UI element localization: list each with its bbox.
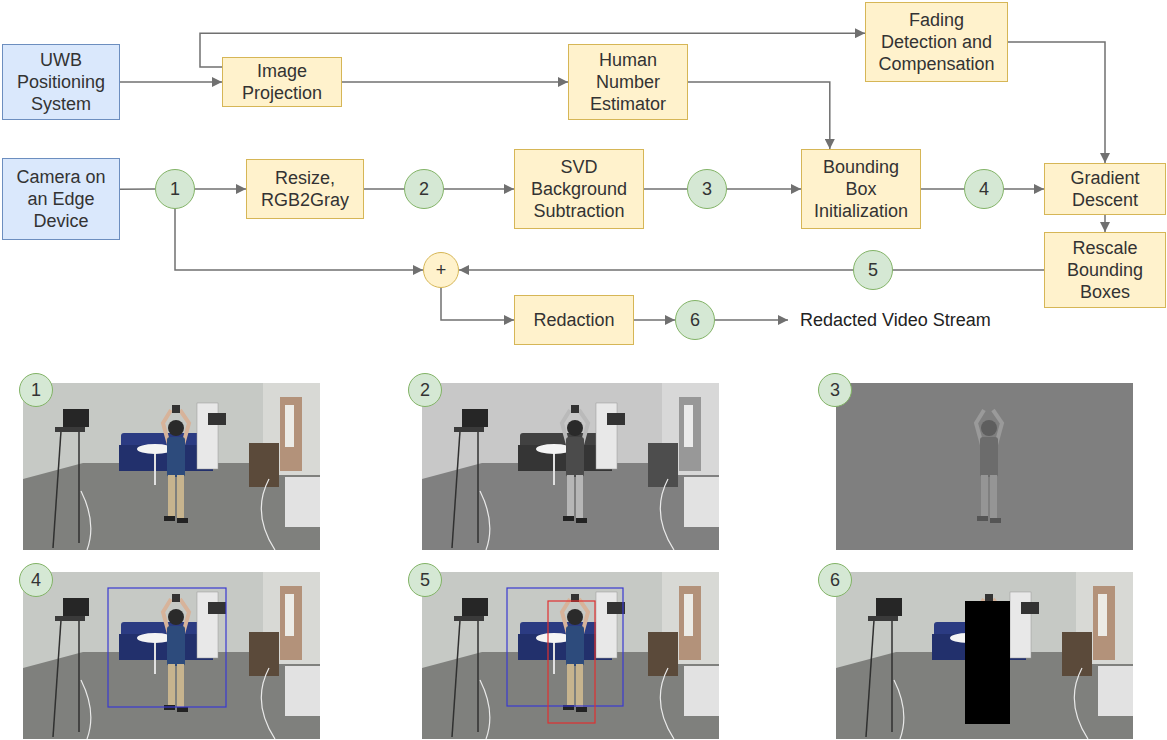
callout-number: 1 <box>167 178 183 200</box>
step-circle: 2 <box>404 169 444 209</box>
process-box: Rescale Bounding Boxes <box>1044 232 1166 308</box>
person-head <box>981 420 997 436</box>
connector-arrow <box>120 81 222 83</box>
callout-number: 5 <box>865 259 881 281</box>
output-arrow <box>715 319 788 321</box>
step-circle: 5 <box>853 250 893 290</box>
connector-arrow <box>727 188 801 190</box>
connector-line <box>364 188 404 190</box>
node-label: Redaction <box>530 309 617 331</box>
callout-number: 2 <box>416 178 432 200</box>
step-circle: 6 <box>675 300 715 340</box>
camera-frame <box>836 572 1133 739</box>
person-shoe <box>977 516 988 521</box>
callout-number: 3 <box>699 178 715 200</box>
step-circle: 2 <box>408 373 442 407</box>
person-torso <box>980 437 998 477</box>
sum-symbol: + <box>433 259 450 281</box>
callout-number: 3 <box>827 379 843 401</box>
camera-frame <box>23 572 320 739</box>
connector-line <box>644 188 687 190</box>
output-label: Redacted Video Stream <box>800 309 991 331</box>
process-box: Fading Detection and Compensation <box>865 2 1008 82</box>
callout-number: 4 <box>28 569 44 591</box>
node-label: Gradient Descent <box>1045 167 1165 211</box>
foreground-frame <box>836 383 1133 550</box>
callout-number: 2 <box>417 379 433 401</box>
connector-arrow <box>444 188 514 190</box>
step-circle: 4 <box>19 563 53 597</box>
connector-arrow <box>195 188 246 190</box>
input-box: Camera on an Edge Device <box>2 158 120 240</box>
node-label: Camera on an Edge Device <box>3 166 119 232</box>
initial-bounding-box <box>507 588 623 706</box>
node-label: SVD Background Subtraction <box>515 156 643 222</box>
refined-bounding-box <box>548 601 595 723</box>
node-label: Image Projection <box>223 60 341 104</box>
sum-circle: + <box>423 252 459 288</box>
process-box: Gradient Descent <box>1044 163 1166 215</box>
connector-arrow <box>342 81 568 83</box>
process-box: Resize, RGB2Gray <box>246 159 364 219</box>
connector-line <box>893 269 1044 271</box>
node-label: Fading Detection and Compensation <box>874 9 999 75</box>
callout-number: 4 <box>976 178 992 200</box>
node-label: UWB Positioning System <box>3 49 119 115</box>
connector-arrow <box>634 319 675 321</box>
connector-arrow <box>688 82 830 149</box>
callout-number: 1 <box>28 379 44 401</box>
gray-frame <box>422 383 719 550</box>
step-circle: 6 <box>818 563 852 597</box>
connector-arrow <box>441 288 514 320</box>
connector-arrow <box>1008 42 1105 163</box>
input-box: UWB Positioning System <box>2 44 120 120</box>
process-box: Human Number Estimator <box>568 44 688 120</box>
step-circle: 3 <box>818 373 852 407</box>
process-box: SVD Background Subtraction <box>514 149 644 229</box>
node-label: Human Number Estimator <box>569 49 687 115</box>
connector-arrow <box>1004 188 1044 190</box>
step-circle: 3 <box>687 169 727 209</box>
callout-number: 6 <box>827 569 843 591</box>
step-circle: 5 <box>408 563 442 597</box>
step-circle: 1 <box>19 373 53 407</box>
process-box: Image Projection <box>222 57 342 107</box>
initial-bounding-box <box>108 588 226 707</box>
connector-line <box>120 188 155 190</box>
callout-number: 5 <box>417 569 433 591</box>
person-leg <box>981 475 988 517</box>
process-box: Bounding Box Initialization <box>801 149 921 229</box>
redaction-mask <box>965 601 1010 724</box>
camera-frame <box>422 572 719 739</box>
node-label: Rescale Bounding Boxes <box>1045 237 1165 303</box>
camera-frame <box>23 383 320 550</box>
node-label: Resize, RGB2Gray <box>247 167 363 211</box>
connector-line <box>921 188 964 190</box>
connector-arrow <box>459 269 853 271</box>
step-circle: 4 <box>964 169 1004 209</box>
process-box: Redaction <box>514 295 634 345</box>
step-circle: 1 <box>155 169 195 209</box>
person-shoe <box>990 518 1001 523</box>
callout-number: 6 <box>687 309 703 331</box>
node-label: Bounding Box Initialization <box>811 156 911 222</box>
connector-arrow <box>1104 215 1106 232</box>
person-leg <box>990 475 997 519</box>
